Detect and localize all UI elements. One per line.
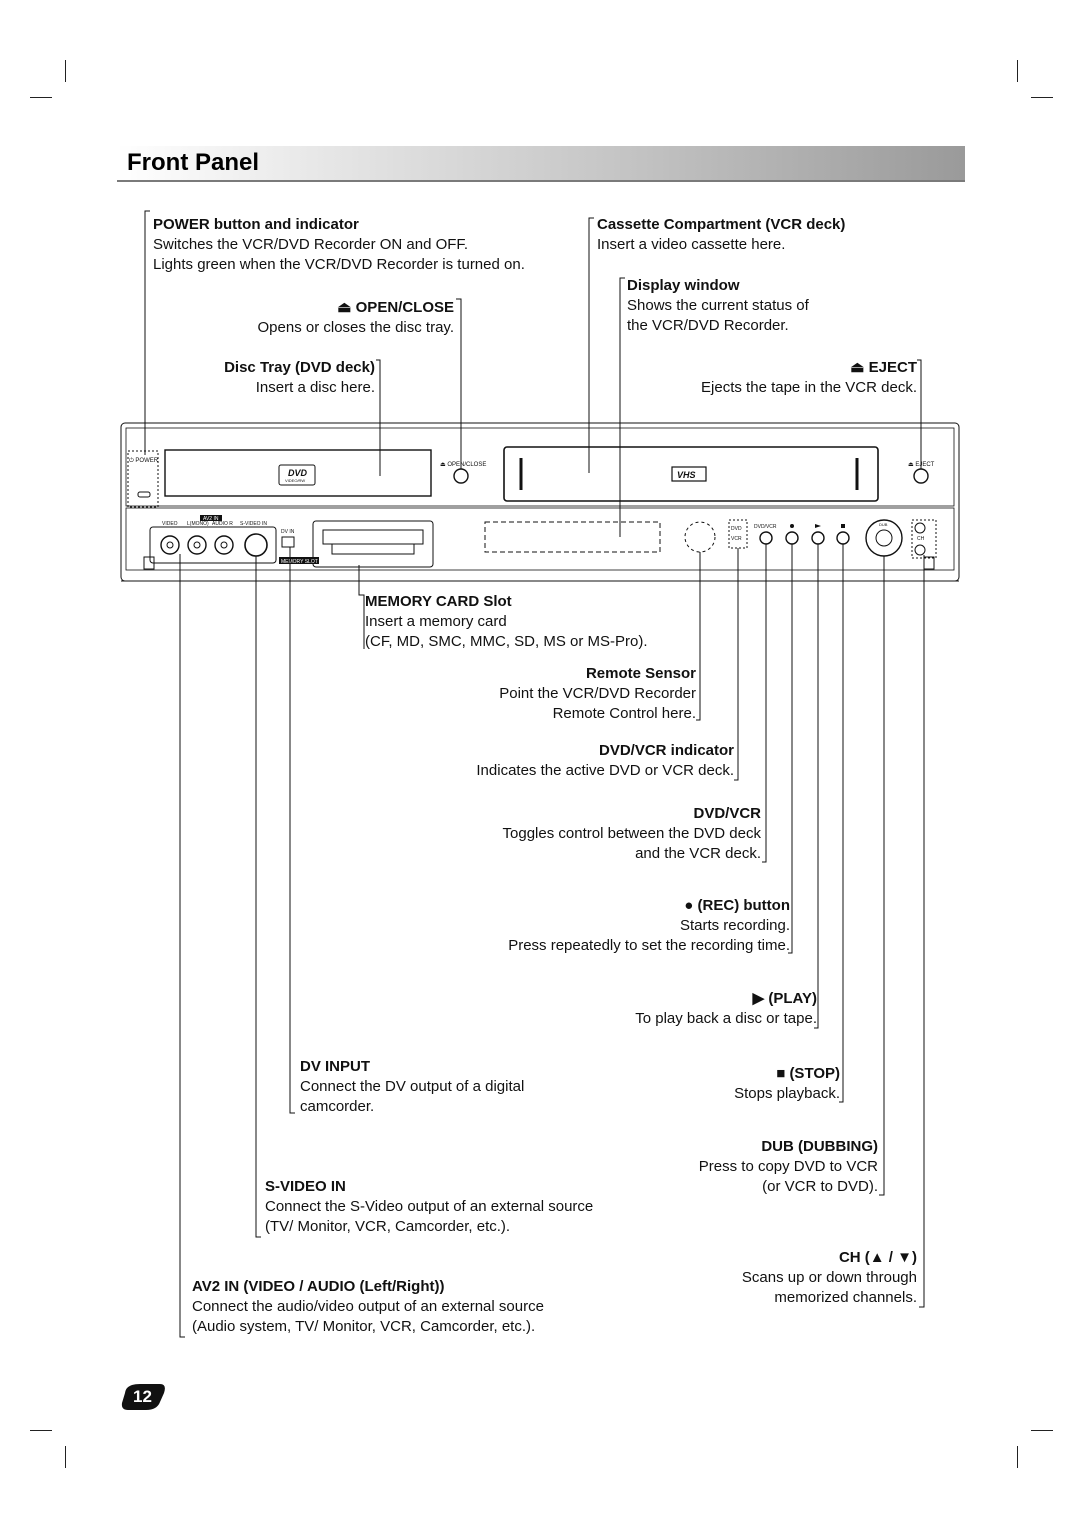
svg-text:VIDEO/RW: VIDEO/RW xyxy=(285,478,305,483)
section-title: Front Panel xyxy=(127,149,260,176)
callout-dub: DUB (DUBBING) Press to copy DVD to VCR (… xyxy=(698,1138,878,1195)
callout-disc-tray: Disc Tray (DVD deck) Insert a disc here. xyxy=(224,359,375,396)
svg-text:DV IN: DV IN xyxy=(281,529,295,535)
callout-rec: ● (REC) button Starts recording. Press r… xyxy=(508,897,790,954)
callout-dv-input: DV INPUT Connect the DV output of a digi… xyxy=(300,1058,525,1115)
audio-l-jack xyxy=(187,535,207,555)
callout-ch: CH (▲ / ▼) Scans up or down through memo… xyxy=(741,1249,917,1306)
cassette-compartment xyxy=(503,446,879,502)
callout-av2-in: AV2 IN (VIDEO / AUDIO (Left/Right)) Conn… xyxy=(192,1278,544,1335)
crop-mark xyxy=(30,97,52,98)
section-title-bar: Front Panel xyxy=(117,146,965,182)
remote-sensor xyxy=(684,521,716,553)
power-button xyxy=(127,450,159,508)
callout-eject: ⏏ EJECT Ejects the tape in the VCR deck. xyxy=(701,359,917,396)
rec-button xyxy=(785,531,799,545)
callout-display-window: Display window Shows the current status … xyxy=(627,277,809,334)
page-number: 12 xyxy=(133,1387,152,1406)
crop-mark xyxy=(65,1446,66,1468)
crop-mark xyxy=(1017,60,1018,82)
play-button xyxy=(811,531,825,545)
svg-text:VHS: VHS xyxy=(677,470,696,480)
device-power-label: ⏻ POWER xyxy=(129,457,159,464)
ch-down-button xyxy=(914,544,926,556)
svg-text:MEMORY SLOT: MEMORY SLOT xyxy=(281,559,318,565)
svg-text:DVD: DVD xyxy=(731,526,742,532)
svg-text:DVD/VCR: DVD/VCR xyxy=(754,524,777,530)
callout-remote-sensor: Remote Sensor Point the VCR/DVD Recorder… xyxy=(499,665,696,722)
callout-dvd-vcr-indicator: DVD/VCR indicator Indicates the active D… xyxy=(476,742,734,779)
svg-text:DVD: DVD xyxy=(288,468,308,478)
callout-cassette: Cassette Compartment (VCR deck) Insert a… xyxy=(597,216,846,253)
dvd-vcr-button xyxy=(759,531,773,545)
svg-text:AUDIO R: AUDIO R xyxy=(212,521,233,527)
open-close-button xyxy=(453,468,469,484)
svg-text:⏏ OPEN/CLOSE: ⏏ OPEN/CLOSE xyxy=(440,462,486,468)
svg-text:VCR: VCR xyxy=(731,536,742,542)
crop-mark xyxy=(30,1430,52,1431)
memory-card-slot xyxy=(312,520,434,568)
callout-title: POWER button and indicator xyxy=(153,216,359,233)
dvd-vcr-indicator xyxy=(728,519,748,549)
svg-text:S-VIDEO IN: S-VIDEO IN xyxy=(240,521,267,527)
callout-s-video: S-VIDEO IN Connect the S-Video output of… xyxy=(265,1178,594,1235)
crop-mark xyxy=(1031,1430,1053,1431)
disc-tray xyxy=(164,449,432,497)
crop-mark xyxy=(1031,97,1053,98)
dv-input-port xyxy=(281,536,295,548)
svg-text:AV2 IN: AV2 IN xyxy=(203,516,219,522)
svg-text:L(MONO): L(MONO) xyxy=(187,521,209,527)
crop-mark xyxy=(65,60,66,82)
display-window xyxy=(484,521,661,553)
svg-text:DUB: DUB xyxy=(879,522,888,527)
video-jack xyxy=(160,535,180,555)
callout-open-close: ⏏ OPEN/CLOSE Opens or closes the disc tr… xyxy=(257,299,454,336)
callout-stop: ■ (STOP) Stops playback. xyxy=(734,1065,840,1102)
s-video-jack xyxy=(244,533,268,557)
crop-mark xyxy=(1017,1446,1018,1468)
audio-r-jack xyxy=(214,535,234,555)
ch-up-button xyxy=(914,522,926,534)
callout-power: POWER button and indicator Switches the … xyxy=(153,216,525,273)
stop-button xyxy=(836,531,850,545)
svg-text:CH: CH xyxy=(917,536,925,542)
callout-memory-card: MEMORY CARD Slot Insert a memory card (C… xyxy=(365,593,648,650)
page-number-badge xyxy=(121,1384,165,1410)
callout-play: ▶ (PLAY) To play back a disc or tape. xyxy=(635,990,817,1027)
eject-button xyxy=(913,468,929,484)
svg-text:VIDEO: VIDEO xyxy=(162,521,178,527)
callout-dvd-vcr: DVD/VCR Toggles control between the DVD … xyxy=(502,805,761,862)
